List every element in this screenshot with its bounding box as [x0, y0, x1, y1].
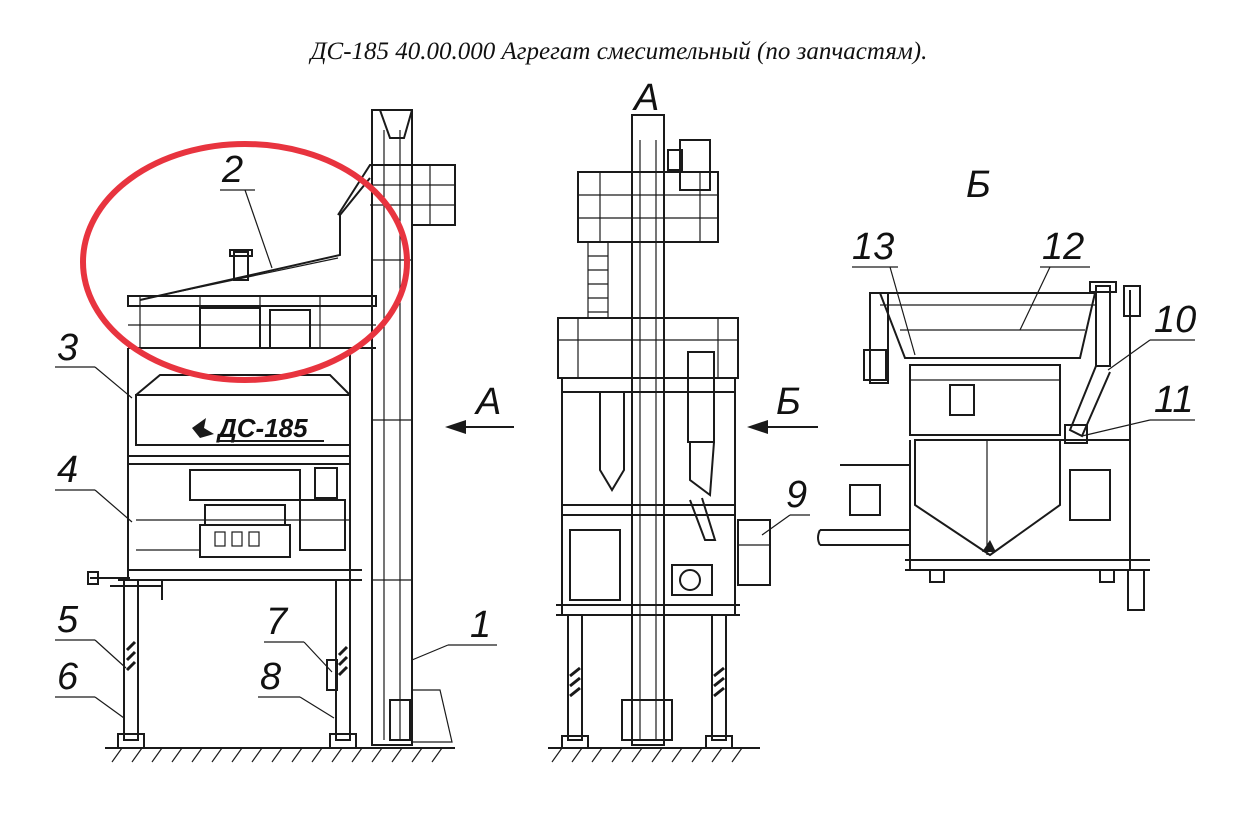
support-legs-left [110, 579, 357, 749]
view-arrow-b: Б [747, 381, 818, 434]
ground-left [105, 747, 455, 763]
callout-4: 4 [57, 449, 78, 491]
view-arrow-a: А [445, 381, 514, 434]
view-b-label: Б [966, 164, 991, 206]
callout-10: 10 [1154, 299, 1196, 341]
callout-6: 6 [57, 656, 79, 698]
callout-8: 8 [260, 656, 281, 698]
dosing-hopper [127, 348, 351, 580]
callout-11: 11 [1154, 379, 1193, 421]
side-view-a: А [548, 77, 771, 763]
callouts: 1 2 3 4 5 6 7 8 9 10 [55, 149, 1196, 719]
bucket-elevator [371, 109, 453, 746]
main-view: ДС-185 [80, 109, 456, 763]
callout-1: 1 [470, 604, 491, 646]
ground-middle [548, 747, 760, 763]
brand-plate: ДС-185 [216, 413, 308, 443]
callout-12: 12 [1042, 226, 1084, 268]
arrow-b-label: Б [776, 381, 801, 423]
callout-7: 7 [266, 601, 289, 643]
highlight-circle [80, 141, 410, 383]
mixer-module [87, 467, 362, 585]
callout-3: 3 [57, 327, 78, 369]
arrow-a-label: А [474, 381, 501, 423]
side-view-b: Б [817, 164, 1150, 611]
callout-9: 9 [786, 474, 807, 516]
drawing-title: ДС-185 40.00.000 Агрегат смесительный (п… [310, 38, 928, 65]
callout-13: 13 [852, 226, 894, 268]
callout-5: 5 [57, 599, 79, 641]
callout-2: 2 [221, 149, 243, 191]
view-a-label: А [632, 77, 659, 119]
brand-logo-icon [192, 418, 214, 438]
